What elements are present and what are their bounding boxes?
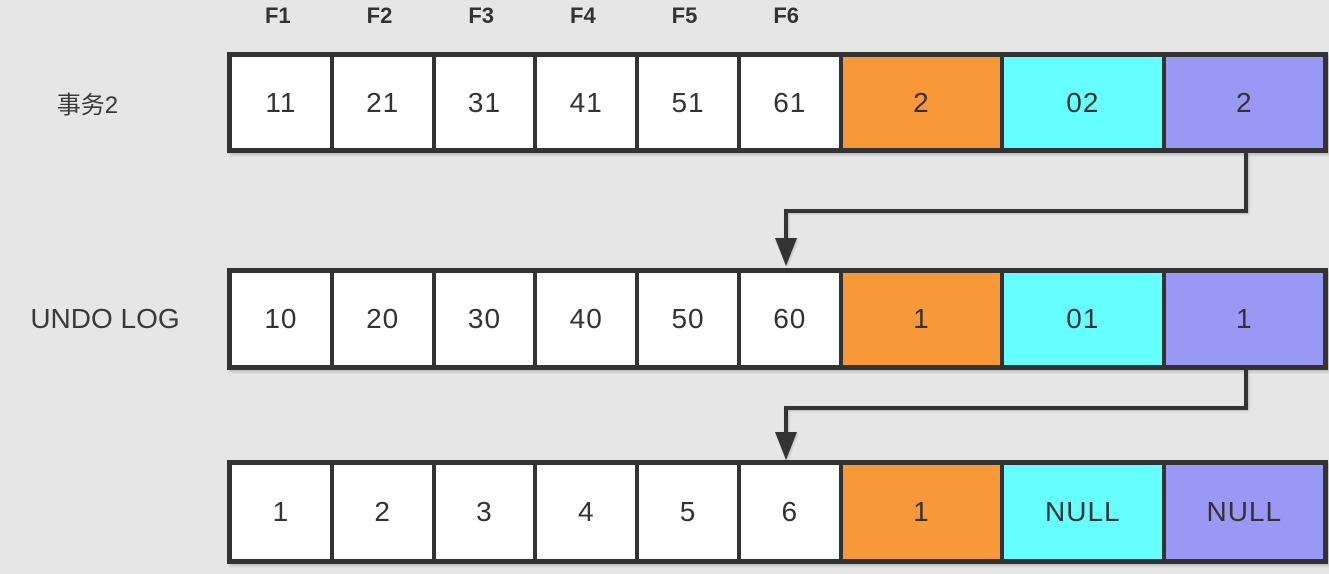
field-cell: 50: [635, 273, 737, 365]
field-cell: 6: [736, 465, 839, 559]
field-cell: 61: [736, 57, 839, 148]
field-cell: 1: [232, 465, 330, 559]
purple-cell: NULL: [1161, 465, 1323, 559]
arrow-row1-to-row2: [784, 153, 1248, 240]
arrow-row2-to-row3: [784, 370, 1248, 434]
field-cell: 51: [635, 57, 737, 148]
record-row-undo-log-1: 10 20 30 40 50 60 1 01 1: [227, 268, 1328, 370]
field-cell: 41: [533, 57, 636, 148]
row-label-bottom: [0, 460, 210, 564]
column-header-f6: F6: [773, 3, 800, 28]
record-row-transaction-2: 11 21 31 41 51 61 2 02 2: [227, 52, 1328, 153]
column-headers: F1 F2 F3 F4 F5 F6: [227, 0, 837, 32]
row-label-undo-log: UNDO LOG: [30, 303, 180, 334]
arrowhead-down-icon: [775, 238, 797, 266]
orange-cell: 1: [838, 465, 1001, 559]
field-cell: 40: [533, 273, 636, 365]
field-cell: 30: [431, 273, 534, 365]
orange-cell: 1: [838, 273, 1001, 365]
arrowhead-down-icon: [775, 432, 797, 460]
column-header-f5: F5: [671, 3, 698, 28]
orange-cell: 2: [838, 57, 1001, 148]
cyan-cell: 02: [1000, 57, 1162, 148]
row-label-transaction-2: 事务2: [56, 92, 119, 119]
field-cell: 11: [232, 57, 330, 148]
cyan-cell: 01: [1000, 273, 1162, 365]
field-cell: 20: [329, 273, 432, 365]
purple-cell: 2: [1161, 57, 1323, 148]
column-header-f2: F2: [366, 3, 393, 28]
field-cell: 60: [736, 273, 839, 365]
column-header-f1: F1: [264, 3, 291, 28]
column-header-f4: F4: [570, 3, 596, 28]
record-row-undo-log-2: 1 2 3 4 5 6 1 NULL NULL: [227, 460, 1328, 564]
field-cell: 31: [431, 57, 534, 148]
field-cell: 4: [533, 465, 636, 559]
field-cell: 10: [232, 273, 330, 365]
field-cell: 3: [431, 465, 534, 559]
purple-cell: 1: [1161, 273, 1323, 365]
column-header-f3: F3: [468, 3, 495, 28]
field-cell: 5: [635, 465, 737, 559]
cyan-cell: NULL: [1000, 465, 1162, 559]
field-cell: 2: [329, 465, 432, 559]
field-cell: 21: [329, 57, 432, 148]
